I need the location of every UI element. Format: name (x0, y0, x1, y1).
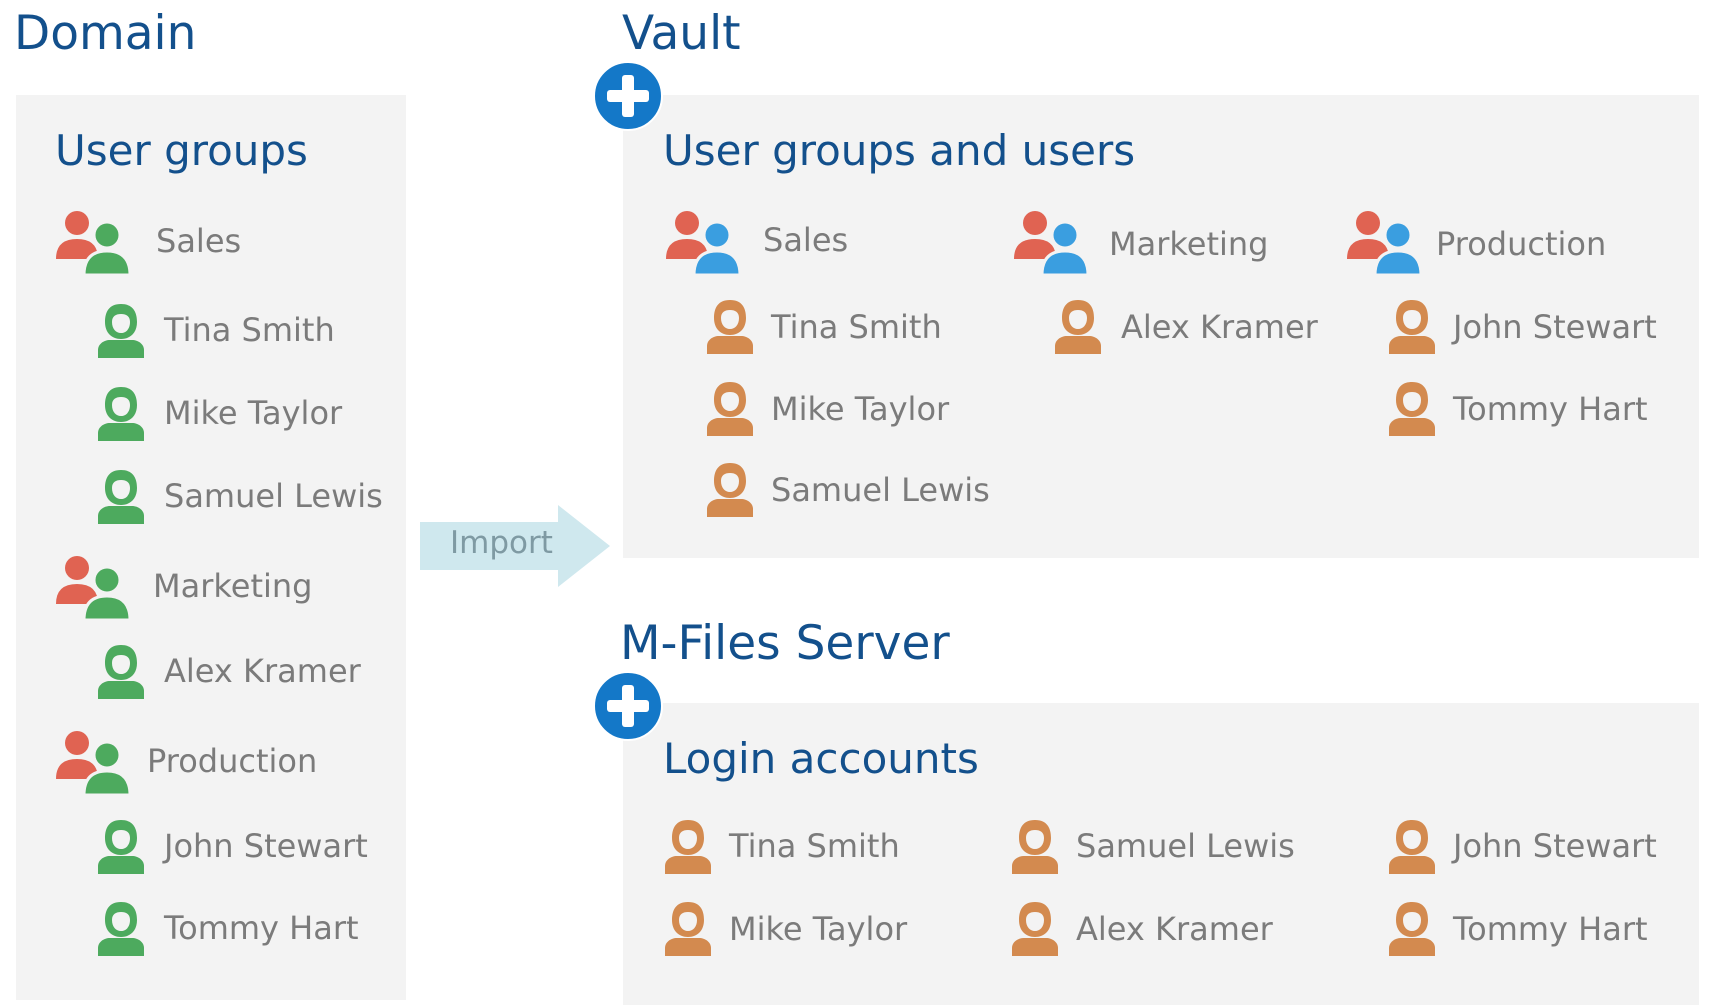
server-title: M-Files Server (620, 616, 950, 671)
plus-circle-icon (593, 61, 663, 131)
server-panel (623, 703, 1699, 1005)
import-arrow (420, 505, 610, 587)
vault-group-label: Production (1436, 225, 1607, 263)
vault-user (707, 298, 753, 354)
vault-user-label: Tina Smith (771, 308, 942, 346)
server-account-label: Mike Taylor (729, 910, 908, 948)
user-icon (98, 902, 144, 956)
vault-user-label: Alex Kramer (1121, 308, 1318, 346)
server-account (1389, 900, 1435, 956)
domain-group-label: Sales (156, 222, 242, 260)
domain-group-production (56, 727, 132, 797)
user-icon (98, 645, 144, 699)
vault-user (1389, 298, 1435, 354)
server-account-label: Tommy Hart (1453, 910, 1648, 948)
server-account (665, 900, 711, 956)
user-icon (1055, 300, 1101, 354)
server-account (1389, 818, 1435, 874)
user-icon (98, 470, 144, 524)
user-icon (1012, 902, 1058, 956)
domain-user (98, 643, 144, 699)
server-account-label: Alex Kramer (1076, 910, 1273, 948)
domain-user (98, 385, 144, 441)
domain-user (98, 818, 144, 874)
user-icon (1389, 382, 1435, 436)
arrow-right-icon (420, 505, 610, 587)
domain-user-label: Tommy Hart (164, 909, 359, 947)
domain-section-title: User groups (55, 126, 308, 175)
user-icon (98, 387, 144, 441)
server-account-label: John Stewart (1453, 827, 1657, 865)
user-icon (1389, 820, 1435, 874)
server-add-badge[interactable] (592, 670, 664, 742)
server-account (665, 818, 711, 874)
vault-user-label: Samuel Lewis (771, 471, 990, 509)
vault-title: Vault (622, 6, 741, 61)
user-icon (665, 820, 711, 874)
vault-group-marketing (1014, 207, 1090, 277)
user-icon (1012, 820, 1058, 874)
domain-group-sales (56, 207, 132, 277)
vault-user (1055, 298, 1101, 354)
user-icon (1389, 300, 1435, 354)
vault-user (1389, 380, 1435, 436)
user-icon (707, 382, 753, 436)
user-icon (665, 902, 711, 956)
vault-section-title: User groups and users (663, 126, 1136, 175)
user-group-icon (1347, 211, 1423, 277)
vault-group-production (1347, 207, 1423, 277)
vault-group-label: Sales (763, 221, 849, 259)
import-label: Import (450, 525, 553, 561)
user-group-icon (56, 731, 132, 797)
user-icon (707, 463, 753, 517)
vault-user-label: Mike Taylor (771, 390, 950, 428)
user-icon (1389, 902, 1435, 956)
user-group-icon (1014, 211, 1090, 277)
domain-title: Domain (14, 6, 197, 61)
domain-user-label: Mike Taylor (164, 394, 343, 432)
user-icon (707, 300, 753, 354)
domain-user-label: Samuel Lewis (164, 477, 383, 515)
vault-group-label: Marketing (1109, 225, 1269, 263)
server-account (1012, 900, 1058, 956)
vault-user-label: John Stewart (1453, 308, 1657, 346)
domain-group-label: Production (147, 742, 318, 780)
domain-user-label: Alex Kramer (164, 652, 361, 690)
vault-user (707, 380, 753, 436)
user-group-icon (56, 556, 132, 622)
server-account (1012, 818, 1058, 874)
domain-user (98, 302, 144, 358)
user-icon (98, 304, 144, 358)
domain-user-label: John Stewart (164, 827, 368, 865)
user-group-icon (666, 211, 742, 277)
vault-user-label: Tommy Hart (1453, 390, 1648, 428)
server-account-label: Samuel Lewis (1076, 827, 1295, 865)
domain-user (98, 900, 144, 956)
user-group-icon (56, 211, 132, 277)
server-section-title: Login accounts (663, 734, 979, 783)
domain-user (98, 468, 144, 524)
domain-group-marketing (56, 552, 132, 622)
server-account-label: Tina Smith (729, 827, 900, 865)
domain-user-label: Tina Smith (164, 311, 335, 349)
vault-user (707, 461, 753, 517)
user-icon (98, 820, 144, 874)
plus-circle-icon (593, 671, 663, 741)
vault-group-sales (666, 207, 742, 277)
domain-group-label: Marketing (153, 567, 313, 605)
vault-add-badge[interactable] (592, 60, 664, 132)
vault-panel (623, 95, 1699, 558)
